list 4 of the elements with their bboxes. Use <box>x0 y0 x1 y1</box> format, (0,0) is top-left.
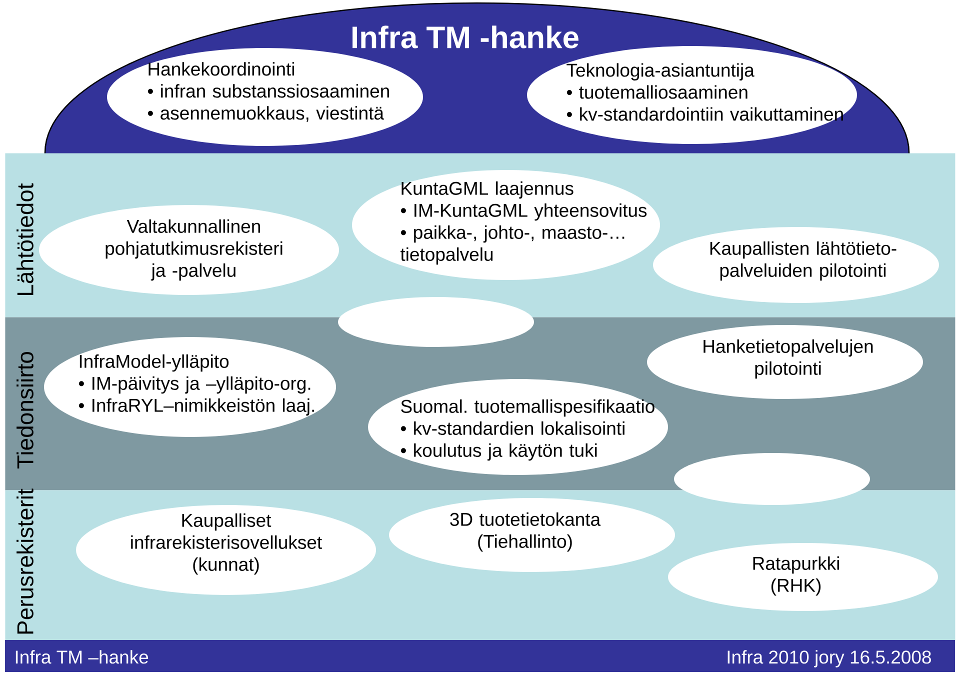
footer-text: Infra TM –hanke <box>16 650 148 664</box>
blank-ellipse <box>674 453 870 505</box>
blank-ellipse <box>338 297 534 347</box>
footer-text: Infra 2010 jory 16.5.2008 <box>728 650 931 668</box>
